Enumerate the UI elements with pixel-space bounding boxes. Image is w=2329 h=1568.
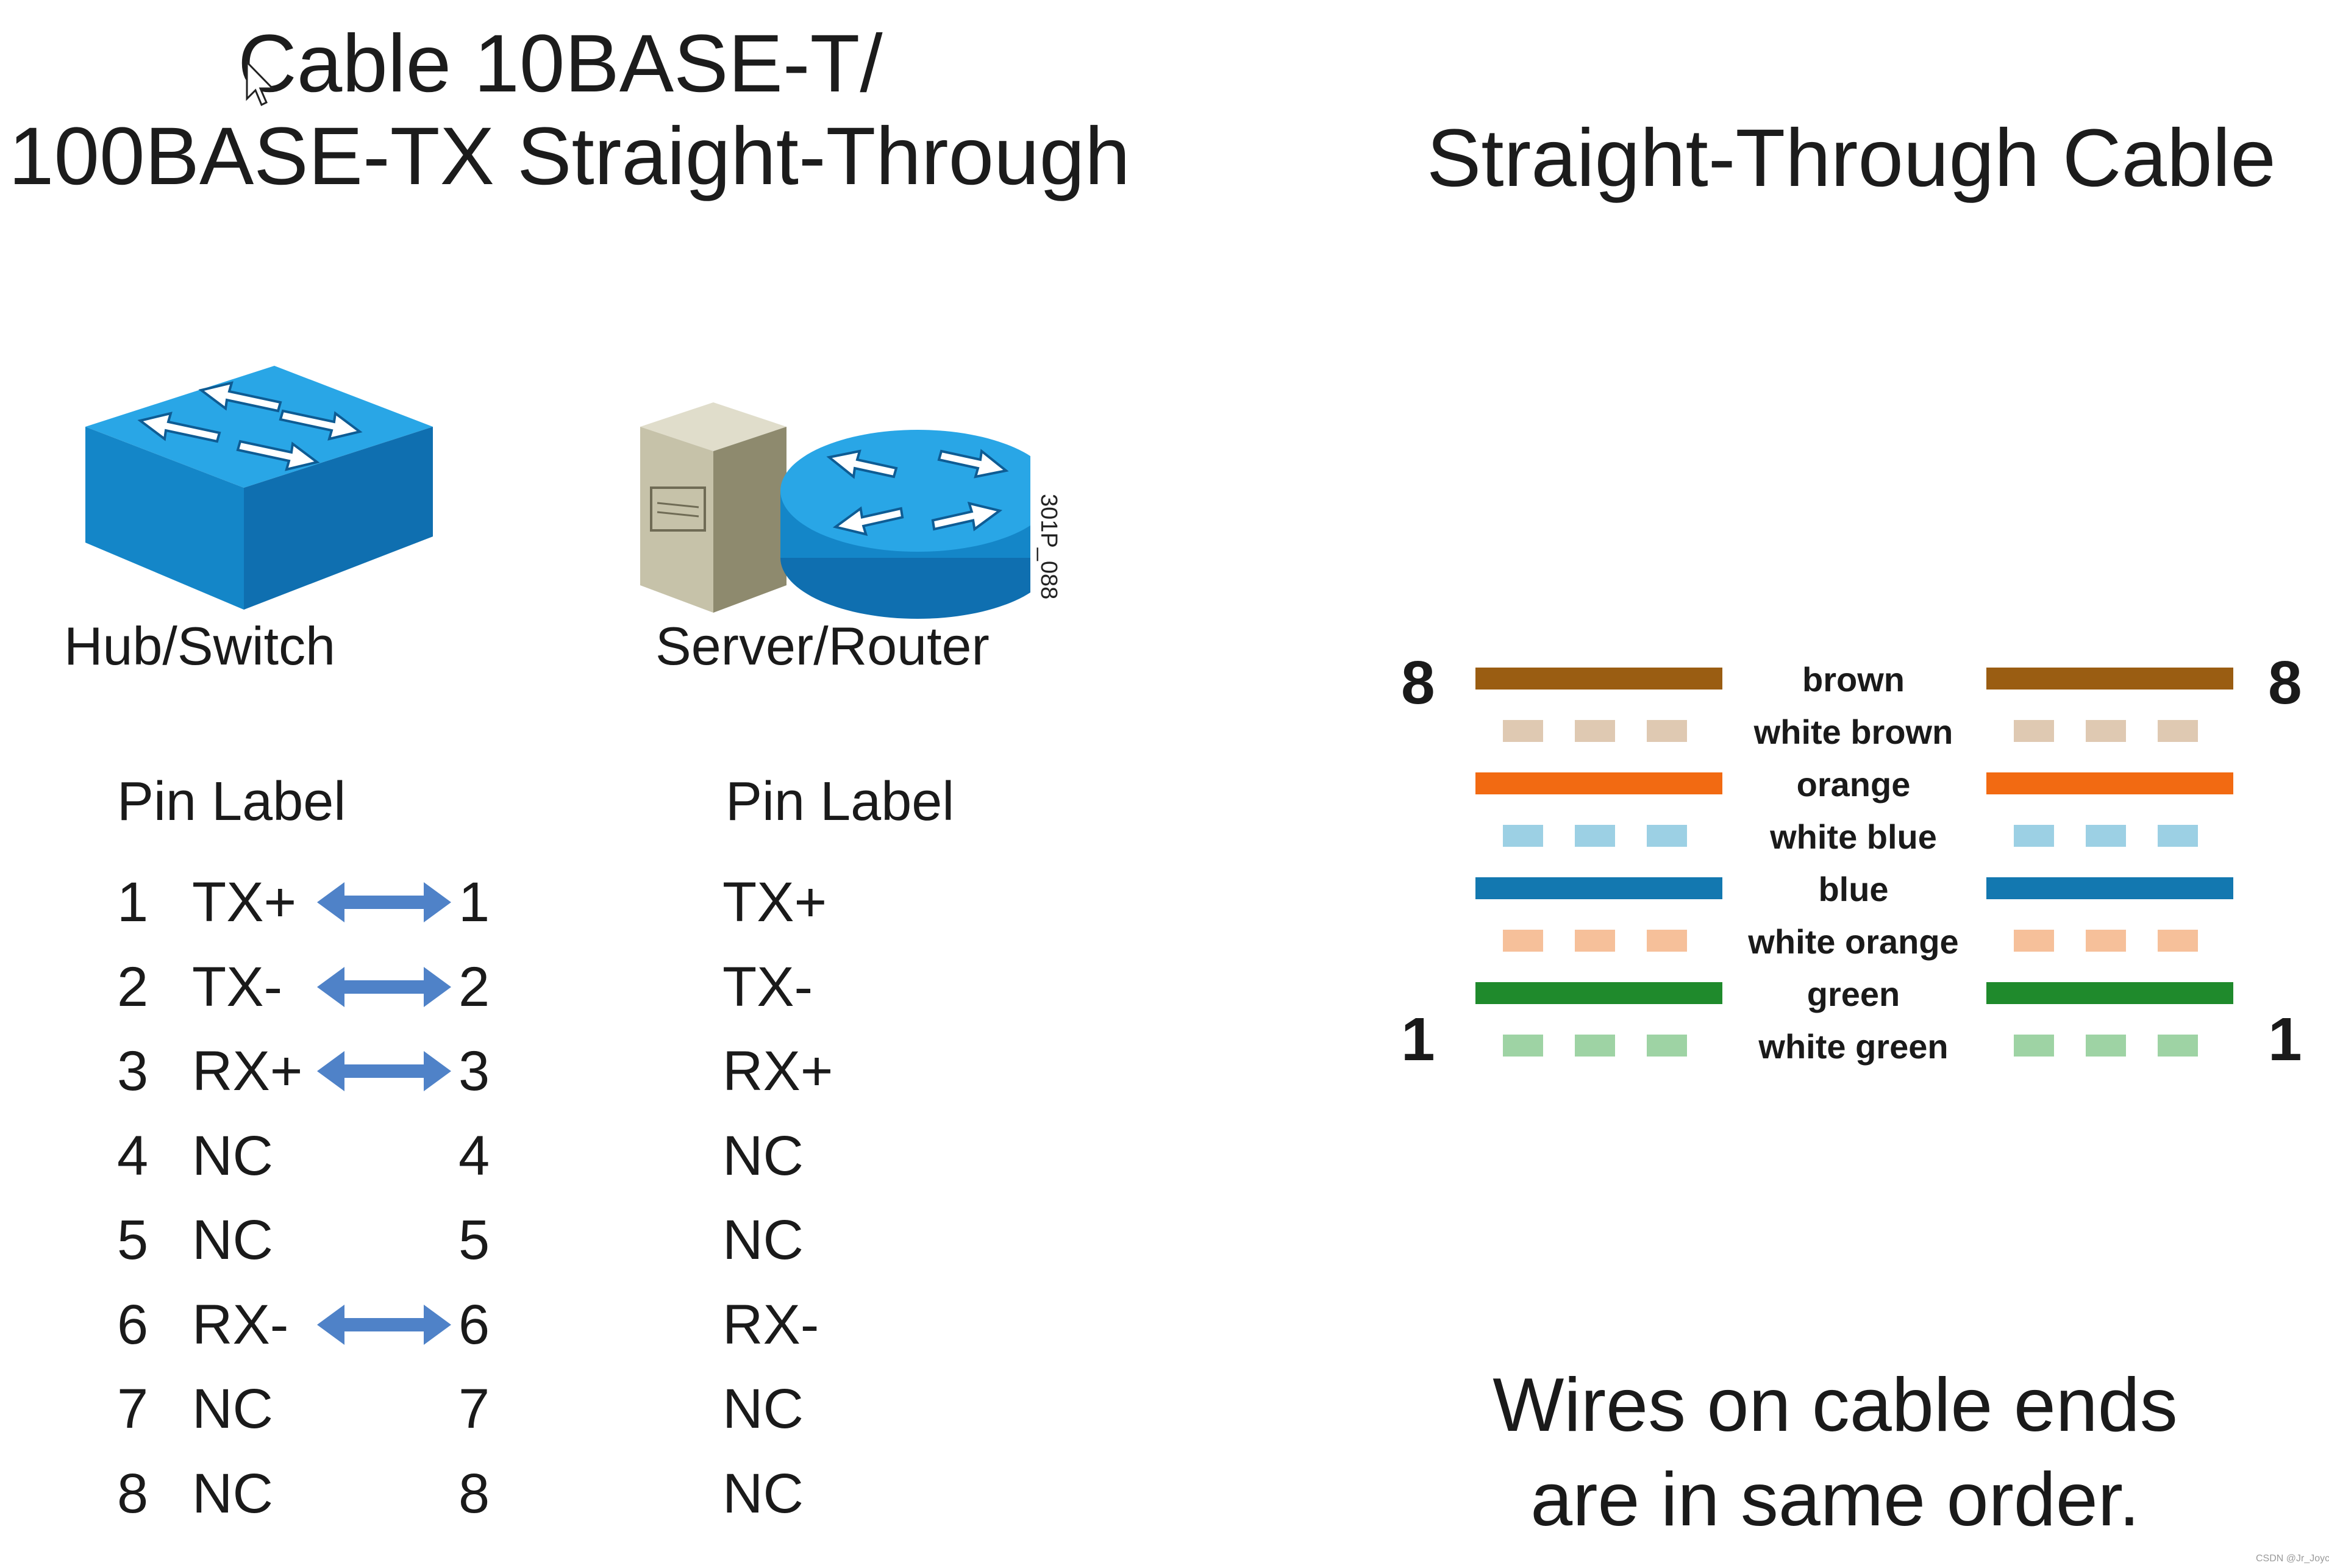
- wire-stripe: [1475, 772, 1722, 794]
- wire-dash: [2014, 720, 2054, 742]
- hub-switch-icon: [85, 366, 433, 610]
- right-pin-label: NC: [722, 1209, 804, 1271]
- wire-dash: [1575, 1035, 1615, 1057]
- wire-dash: [1503, 1035, 1543, 1057]
- right-title: Straight-Through Cable: [1427, 113, 2276, 204]
- right-pin-label-header: Pin Label: [726, 771, 955, 832]
- wire-dash: [2158, 930, 2198, 952]
- right-pin-number: 3: [458, 1040, 490, 1102]
- wire-dash: [2014, 825, 2054, 847]
- right-pin-number: 1: [458, 871, 490, 933]
- left-title-line1: Cable 10BASE-T/: [238, 18, 883, 109]
- left-pin-label-header: Pin Label: [117, 771, 346, 832]
- wire-color-label: white blue: [1770, 818, 1937, 856]
- wiring-bottom-pin-left: 1: [1401, 1005, 1435, 1074]
- watermark: CSDN @Jr_Joyce: [2256, 1553, 2329, 1564]
- left-pin-label: RX+: [192, 1040, 303, 1102]
- right-pin-number: 5: [458, 1209, 490, 1271]
- left-pin-number: 7: [117, 1378, 149, 1440]
- right-pin-number: 8: [458, 1463, 490, 1525]
- wire-stripe: [1986, 982, 2233, 1004]
- wire-color-label: blue: [1818, 870, 1889, 908]
- left-pin-number: 8: [117, 1463, 149, 1525]
- right-pin-number: 2: [458, 956, 490, 1018]
- left-title-line2: 100BASE-TX Straight-Through: [9, 111, 1130, 202]
- wire-color-label: white orange: [1748, 922, 1959, 961]
- wire-stripe: [1986, 668, 2233, 690]
- right-pin-label: NC: [722, 1378, 804, 1440]
- left-pin-number: 3: [117, 1040, 149, 1102]
- left-pin-label: NC: [192, 1209, 273, 1271]
- figure-code-label: 301P_088: [1036, 494, 1061, 600]
- wire-dash: [1575, 720, 1615, 742]
- wire-dash: [2158, 825, 2198, 847]
- right-pin-label: RX+: [722, 1040, 833, 1102]
- left-pin-label: TX+: [192, 871, 297, 933]
- wire-dash: [2086, 1035, 2126, 1057]
- wire-dash: [1647, 930, 1687, 952]
- wiring-bottom-pin-right: 1: [2268, 1005, 2302, 1074]
- right-pin-number: 7: [458, 1378, 490, 1440]
- right-pin-label: NC: [722, 1463, 804, 1525]
- wire-dash: [2014, 1035, 2054, 1057]
- wire-stripe: [1475, 982, 1722, 1004]
- double-arrow-icon: [317, 882, 451, 922]
- right-pin-label: TX+: [722, 871, 827, 933]
- wire-color-label: white brown: [1753, 713, 1953, 751]
- left-pin-label: NC: [192, 1125, 273, 1187]
- left-pin-number: 1: [117, 871, 149, 933]
- wire-color-label: white green: [1758, 1027, 1949, 1066]
- wire-dash: [2086, 720, 2126, 742]
- right-pin-number: 6: [458, 1294, 490, 1356]
- left-pin-label: NC: [192, 1378, 273, 1440]
- double-arrow-icon: [317, 1305, 451, 1345]
- note-line1: Wires on cable ends: [1493, 1363, 2178, 1447]
- left-pin-number: 4: [117, 1125, 149, 1187]
- wiring-top-pin-left: 8: [1401, 649, 1435, 717]
- right-pin-label: NC: [722, 1125, 804, 1187]
- right-pin-number: 4: [458, 1125, 490, 1187]
- wire-dash: [2158, 1035, 2198, 1057]
- wire-color-label: brown: [1802, 660, 1905, 699]
- right-pin-label: RX-: [722, 1294, 819, 1356]
- wire-color-label: orange: [1796, 765, 1911, 804]
- mouse-cursor-icon: [246, 61, 275, 107]
- wire-stripe: [1986, 877, 2233, 899]
- wire-dash: [2086, 825, 2126, 847]
- wire-dash: [1647, 1035, 1687, 1057]
- left-pin-number: 2: [117, 956, 149, 1018]
- wire-dash: [1647, 825, 1687, 847]
- left-pin-number: 5: [117, 1209, 149, 1271]
- wire-dash: [1575, 930, 1615, 952]
- note-line2: are in same order.: [1530, 1458, 2140, 1542]
- left-pin-number: 6: [117, 1294, 149, 1356]
- wire-stripe: [1475, 877, 1722, 899]
- wire-dash: [1575, 825, 1615, 847]
- wire-dash: [1647, 720, 1687, 742]
- double-arrow-icon: [317, 967, 451, 1007]
- server-router-icon: [640, 402, 1030, 619]
- double-arrow-icon: [317, 1051, 451, 1091]
- wire-dash: [2014, 930, 2054, 952]
- left-pin-label: RX-: [192, 1294, 289, 1356]
- wire-dash: [1503, 930, 1543, 952]
- wire-dash: [2086, 930, 2126, 952]
- hub-switch-label: Hub/Switch: [64, 616, 336, 676]
- wire-stripe: [1986, 772, 2233, 794]
- right-pin-label: TX-: [722, 956, 813, 1018]
- left-pin-label: NC: [192, 1463, 273, 1525]
- server-router-label: Server/Router: [655, 616, 990, 676]
- wire-color-label: green: [1806, 975, 1900, 1013]
- wire-dash: [2158, 720, 2198, 742]
- wiring-top-pin-right: 8: [2268, 649, 2302, 717]
- wire-dash: [1503, 720, 1543, 742]
- wire-dash: [1503, 825, 1543, 847]
- wire-stripe: [1475, 668, 1722, 690]
- left-pin-label: TX-: [192, 956, 283, 1018]
